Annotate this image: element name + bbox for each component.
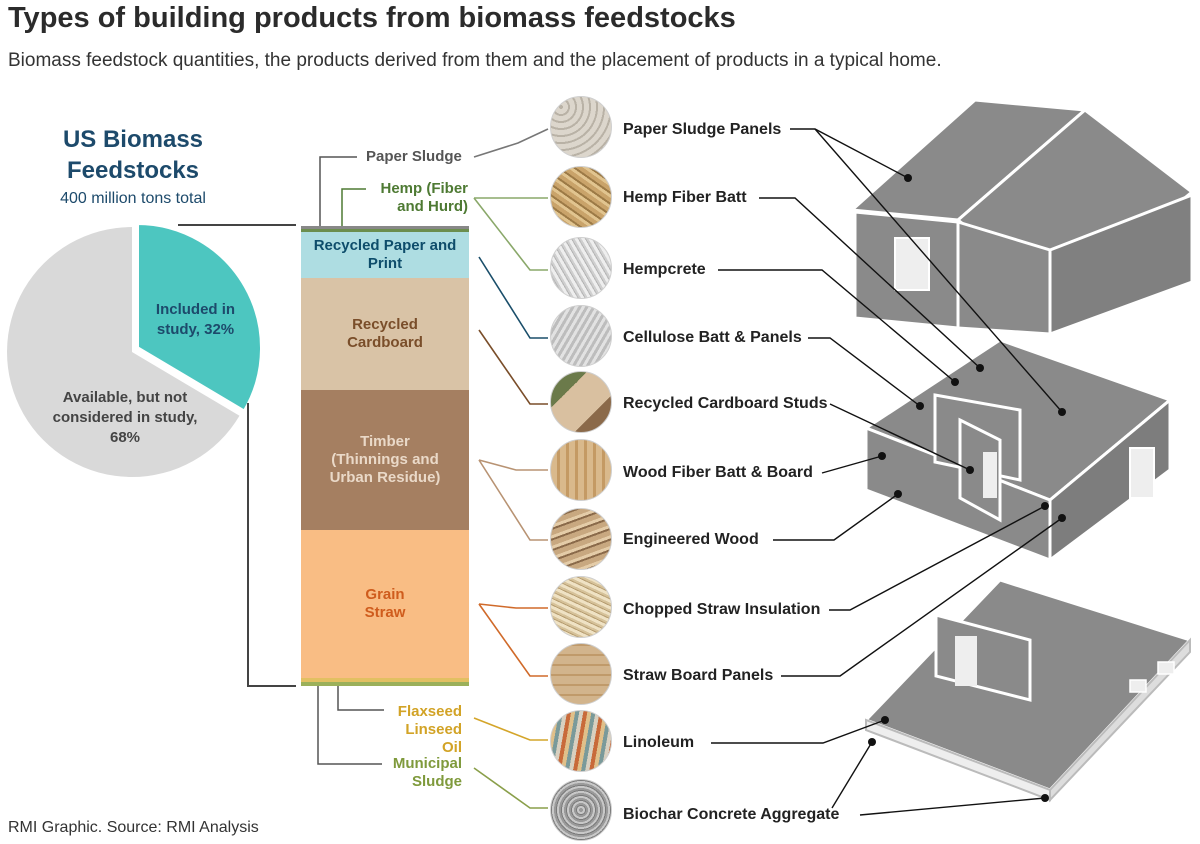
leader-flaxseed bbox=[337, 686, 384, 711]
source-note: RMI Graphic. Source: RMI Analysis bbox=[8, 819, 259, 836]
page-title: Types of building products from biomass … bbox=[8, 2, 736, 34]
product-cellulose-batt: Cellulose Batt & Panels bbox=[623, 329, 802, 346]
paper-sludge-panel-icon bbox=[550, 96, 612, 158]
label-hemp: Hemp (Fiber and Hurd) bbox=[380, 180, 468, 215]
chopped-straw-icon bbox=[550, 576, 612, 638]
product-hemp-fiber-batt: Hemp Fiber Batt bbox=[623, 189, 747, 206]
bar-seg-hemp bbox=[301, 229, 469, 232]
bar-seg-flaxseed bbox=[301, 678, 469, 682]
product-paper-sludge-panels: Paper Sludge Panels bbox=[623, 121, 782, 138]
connector-paper-sludge bbox=[473, 128, 549, 158]
product-biochar-aggregate: Biochar Concrete Aggregate bbox=[623, 806, 840, 823]
bar-seg-cardboard: Recycled Cardboard bbox=[301, 278, 469, 390]
connector-timber-2 bbox=[478, 459, 548, 541]
label-paper-sludge: Paper Sludge bbox=[366, 148, 462, 165]
bar-seg-paper-sludge bbox=[301, 226, 469, 229]
pie-to-bar-bracket-bottom bbox=[247, 403, 296, 687]
connector-flaxseed bbox=[473, 717, 548, 741]
product-straw-board: Straw Board Panels bbox=[623, 667, 774, 684]
bar-seg-grain-straw: Grain Straw bbox=[301, 530, 469, 678]
connector-straw-2 bbox=[478, 603, 548, 677]
label-municipal-sludge: Municipal Sludge bbox=[392, 755, 462, 790]
house-middle-level bbox=[862, 338, 1173, 563]
wood-fiber-board-icon bbox=[550, 439, 612, 501]
bar-seg-timber: Timber (Thinnings and Urban Residue) bbox=[301, 390, 469, 530]
engineered-wood-icon bbox=[550, 508, 612, 570]
house-pointer-lines bbox=[711, 128, 1063, 816]
page-subtitle: Biomass feedstock quantities, the produc… bbox=[8, 50, 942, 71]
product-hempcrete: Hempcrete bbox=[623, 261, 706, 278]
leader-hemp bbox=[341, 188, 366, 226]
leader-paper-sludge bbox=[319, 156, 357, 226]
product-engineered-wood: Engineered Wood bbox=[623, 531, 759, 548]
straw-board-icon bbox=[550, 643, 612, 705]
connector-cardboard bbox=[478, 329, 548, 405]
pie-total-label: 400 million tons total bbox=[60, 190, 206, 207]
house-roof-level bbox=[848, 98, 1195, 337]
hemp-fiber-batt-icon bbox=[550, 166, 612, 228]
biochar-aggregate-icon bbox=[550, 779, 612, 841]
bar-seg-recycled-paper: Recycled Paper and Print bbox=[301, 232, 469, 278]
pie-included-label: Included in study, 32% bbox=[155, 301, 236, 338]
house-ground-level bbox=[863, 578, 1193, 803]
product-connectors bbox=[473, 128, 549, 809]
connector-straw bbox=[478, 603, 548, 609]
cardboard-stud-icon bbox=[550, 371, 612, 433]
label-flaxseed: Flaxseed Linseed Oil bbox=[397, 703, 462, 756]
product-chopped-straw: Chopped Straw Insulation bbox=[623, 601, 821, 618]
connector-municipal bbox=[473, 767, 548, 809]
product-linoleum: Linoleum bbox=[623, 734, 695, 751]
pie-title: US Biomass Feedstocks bbox=[62, 126, 204, 184]
product-wood-fiber-batt: Wood Fiber Batt & Board bbox=[623, 464, 813, 481]
connector-recycled-paper bbox=[478, 256, 548, 339]
connector-hemp-2 bbox=[473, 197, 548, 271]
linoleum-icon bbox=[550, 710, 612, 772]
pie-excluded-label: Available, but not considered in study, … bbox=[52, 389, 198, 446]
house-pointer-dots bbox=[868, 174, 1066, 802]
product-cardboard-studs: Recycled Cardboard Studs bbox=[623, 395, 828, 412]
cellulose-batt-icon bbox=[550, 305, 612, 367]
connector-timber bbox=[478, 459, 548, 471]
feedstock-pie-chart bbox=[7, 220, 264, 478]
pie-slice-included bbox=[135, 220, 264, 415]
leader-municipal bbox=[317, 686, 382, 765]
hempcrete-icon bbox=[550, 237, 612, 299]
bar-seg-municipal bbox=[301, 682, 469, 686]
pie-slice-excluded bbox=[7, 227, 240, 478]
